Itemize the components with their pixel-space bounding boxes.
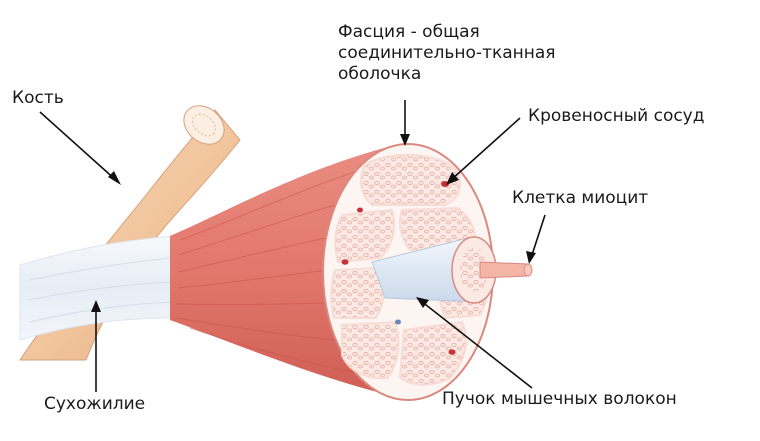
label-fascia-line-3: оболочка (338, 64, 422, 84)
leader-bundle (420, 300, 533, 389)
fascicles (330, 153, 491, 386)
leader-lines (39, 100, 546, 392)
label-tendon: Сухожилие (44, 394, 146, 414)
label-bundle: Пучок мышечных волокон (442, 389, 677, 409)
fiber-bundle (371, 236, 497, 304)
blood-vessels (341, 181, 456, 355)
leader-vessel (450, 117, 521, 181)
label-bone: Кость (12, 88, 64, 108)
label-fascia: Фасция - общая соединительно-тканная обо… (338, 22, 556, 85)
myocyte (479, 261, 533, 279)
leader-bone (39, 111, 119, 183)
label-fascia-line-2: соединительно-тканная (338, 43, 556, 63)
label-myocyte: Клетка миоцит (512, 188, 649, 208)
label-vessel: Кровеносный сосуд (528, 106, 705, 126)
tendon (19, 235, 176, 341)
leader-myocyte (530, 214, 546, 259)
label-fascia-line-1: Фасция - общая (338, 22, 480, 42)
